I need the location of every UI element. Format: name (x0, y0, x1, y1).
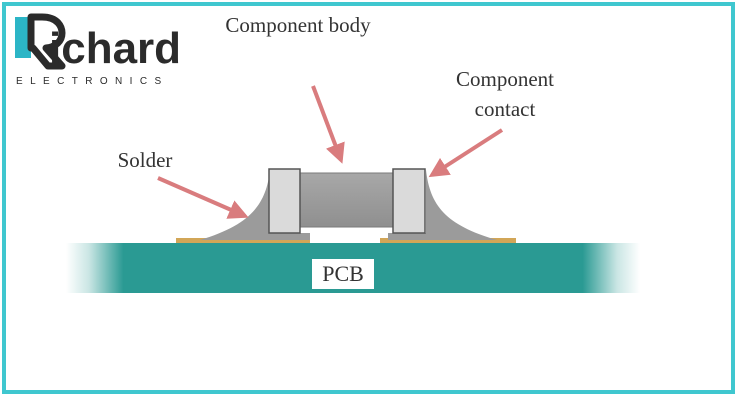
right-component-contact (392, 168, 426, 234)
left-component-contact (268, 168, 301, 234)
component-contact-label: Component contact (456, 67, 554, 121)
arrow-to-solder (157, 176, 249, 219)
right-solder-pad (380, 238, 516, 243)
logo-monogram-icon (15, 13, 66, 70)
left-solder-pad (176, 238, 310, 243)
component-body (298, 172, 396, 228)
arrow-to-component-body (311, 85, 345, 164)
logo-tagline: ELECTRONICS (16, 76, 169, 87)
solder-label: Solder (117, 148, 173, 172)
arrow-to-component-contact (428, 128, 504, 178)
logo-wordmark: ichard (49, 24, 182, 73)
frame-border (2, 2, 735, 394)
component-body-label: Component body (225, 13, 371, 37)
pcb-label: PCB (312, 259, 374, 289)
